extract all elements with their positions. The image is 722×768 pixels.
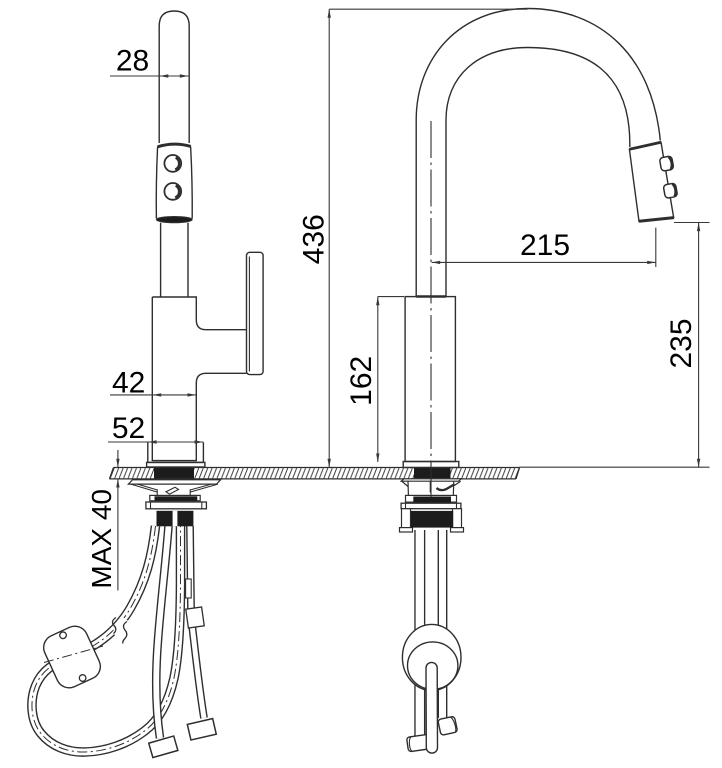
svg-text:235: 235 — [665, 318, 698, 368]
svg-text:215: 215 — [520, 229, 570, 262]
svg-text:42: 42 — [112, 367, 145, 400]
svg-text:436: 436 — [297, 214, 330, 264]
svg-text:52: 52 — [112, 412, 145, 445]
svg-text:28: 28 — [116, 45, 149, 78]
svg-text:162: 162 — [345, 356, 378, 406]
svg-text:MAX 40: MAX 40 — [86, 489, 117, 589]
